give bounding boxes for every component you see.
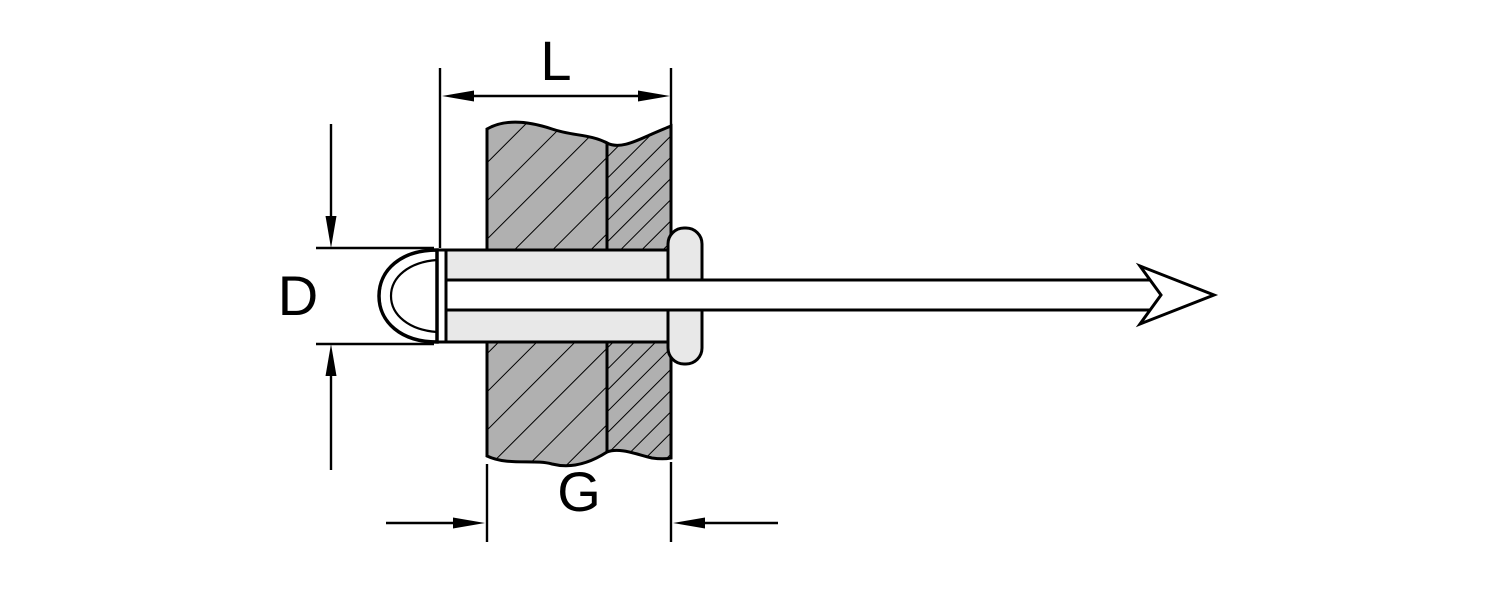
- arrowhead-down-icon: [325, 216, 337, 248]
- upper-right-plate: [605, 123, 673, 252]
- rivet: [377, 226, 1219, 366]
- dimension-diameter: [316, 124, 434, 470]
- rivet-dome-head: [377, 248, 439, 344]
- arrowhead-left-icon: [442, 90, 474, 102]
- grip-label: G: [557, 460, 601, 523]
- arrowhead-right-icon: [638, 90, 670, 102]
- lower-left-plate: [485, 340, 609, 468]
- length-label: L: [540, 29, 571, 92]
- dimension-length: [438, 68, 673, 248]
- diameter-label: D: [278, 264, 318, 327]
- mandrel-shaft: [446, 280, 1150, 310]
- upper-left-plate: [485, 120, 609, 252]
- arrowhead-up-icon: [325, 344, 337, 376]
- mandrel-tip: [1135, 262, 1219, 328]
- rivet-dome-inner-line: [389, 258, 438, 334]
- dimension-grip: [386, 462, 778, 542]
- clamped-plates: [485, 120, 673, 468]
- arrowhead-left-icon: [673, 517, 705, 529]
- arrowhead-right-icon: [453, 517, 485, 529]
- lower-right-plate: [605, 340, 673, 461]
